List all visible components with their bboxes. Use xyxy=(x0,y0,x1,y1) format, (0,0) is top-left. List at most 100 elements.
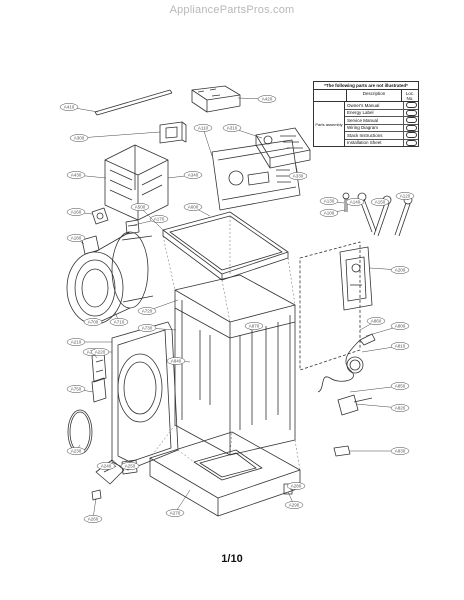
callout-oval xyxy=(165,509,185,517)
callout-oval xyxy=(130,203,150,211)
callout-label: A220 xyxy=(95,350,106,355)
callout-label: A330 xyxy=(293,174,304,179)
callout-oval xyxy=(244,322,264,330)
callout-label: A430 xyxy=(71,173,82,178)
callout-label: A860 xyxy=(371,319,382,324)
callout-label: A810 xyxy=(395,344,406,349)
door-catch-part xyxy=(91,377,107,403)
control-box-part xyxy=(104,144,169,221)
watermark: AppliancePartsPros.com xyxy=(169,4,295,16)
table-row: Owner's Manual xyxy=(345,102,418,110)
part-callout: A230 xyxy=(66,444,86,455)
rear-panel-part xyxy=(299,241,361,371)
callout-oval xyxy=(96,462,116,470)
table-row: Wiring Diagram xyxy=(345,124,418,132)
part-callout: A120 xyxy=(395,192,415,201)
part-callout: A250 xyxy=(120,462,140,470)
part-callout: A210 xyxy=(66,338,112,346)
callout-label: A170 xyxy=(154,217,165,222)
callout-oval xyxy=(345,198,365,206)
callout-oval xyxy=(137,307,157,315)
callout-label: A870 xyxy=(249,324,260,329)
part-callout: A710 xyxy=(109,311,129,326)
display-pcb-part xyxy=(159,121,187,144)
part-callout: A280 xyxy=(286,482,306,491)
part-callout: A270 xyxy=(165,489,191,517)
callout-label: A240 xyxy=(101,464,112,469)
callout-leader-line xyxy=(174,489,191,514)
callout-label: A500 xyxy=(135,205,146,210)
part-callout: A310 xyxy=(222,124,263,139)
callout-oval xyxy=(137,324,157,332)
part-callout: A150 xyxy=(370,198,390,206)
callout-oval xyxy=(390,447,410,455)
callout-label: A150 xyxy=(375,200,386,205)
callout-label: A840 xyxy=(171,359,182,364)
table-title: *The following parts are not illustrated… xyxy=(314,82,418,90)
callout-label: A420 xyxy=(262,97,273,102)
callout-leader-line xyxy=(202,127,213,157)
part-callout: A260 xyxy=(83,497,103,523)
callout-label: A260 xyxy=(88,517,99,522)
callout-oval xyxy=(109,318,129,326)
callout-label: A730 xyxy=(142,326,153,331)
tub-back-part xyxy=(81,235,100,255)
part-callout: A110 xyxy=(193,124,213,157)
callout-label: A180 xyxy=(71,236,82,241)
cabinet-frame-part xyxy=(174,274,296,456)
part-callout: A300 xyxy=(69,131,161,142)
callout-oval xyxy=(66,447,86,455)
base-frame-part xyxy=(149,431,301,517)
loc-no-header: Loc. No. xyxy=(401,90,418,101)
part-callout: A180 xyxy=(66,234,86,245)
parts-assembly-label: Parts assembly xyxy=(314,102,345,146)
callout-oval xyxy=(395,192,415,200)
door-hinge-part xyxy=(91,351,107,383)
part-callout: A410 xyxy=(59,103,99,113)
part-callout: A830 xyxy=(350,447,410,455)
callout-oval xyxy=(90,348,110,356)
drain-pump-part xyxy=(337,394,373,416)
callout-label: A200 xyxy=(395,268,406,273)
callout-oval xyxy=(66,385,86,393)
part-callout: A600 xyxy=(183,203,211,217)
callout-oval xyxy=(83,515,103,523)
callout-oval xyxy=(390,404,410,412)
callout-oval xyxy=(66,338,86,346)
part-callout: A870 xyxy=(244,322,264,331)
callout-oval xyxy=(183,203,203,211)
callout-label: A800 xyxy=(395,324,406,329)
part-callout: A130 xyxy=(319,197,345,205)
part-callout: A800 xyxy=(365,322,410,337)
callout-label: A140 xyxy=(350,200,361,205)
callout-label: A700 xyxy=(88,320,99,325)
callout-label: A280 xyxy=(291,484,302,489)
callout-oval xyxy=(390,266,410,274)
front-door-part xyxy=(111,321,179,471)
top-bracket-part xyxy=(94,89,173,116)
callout-oval xyxy=(59,103,79,111)
part-callout: A850 xyxy=(349,382,410,393)
callout-leader-line xyxy=(78,131,161,139)
description-header: Description xyxy=(362,90,386,96)
callout-oval xyxy=(183,171,203,179)
part-callout: A200 xyxy=(369,266,410,274)
callout-oval xyxy=(366,317,386,325)
callout-oval xyxy=(166,357,186,365)
door-lock-part xyxy=(91,207,109,225)
callout-oval xyxy=(222,124,242,132)
callout-label: A410 xyxy=(64,105,75,110)
dispenser-part xyxy=(255,127,311,169)
part-callout: A730 xyxy=(137,324,177,332)
control-panel-part xyxy=(211,139,301,211)
callout-label: A290 xyxy=(289,503,300,508)
part-callout: A240 xyxy=(96,462,116,470)
callout-oval xyxy=(257,95,277,103)
callout-label: A340 xyxy=(188,173,199,178)
callout-label: A250 xyxy=(125,464,136,469)
callout-oval xyxy=(83,318,103,326)
callout-label: A710 xyxy=(114,320,125,325)
callout-oval xyxy=(69,134,89,142)
table-row: Service Manual xyxy=(345,117,418,125)
table-header: Description Loc. No. xyxy=(314,90,418,102)
